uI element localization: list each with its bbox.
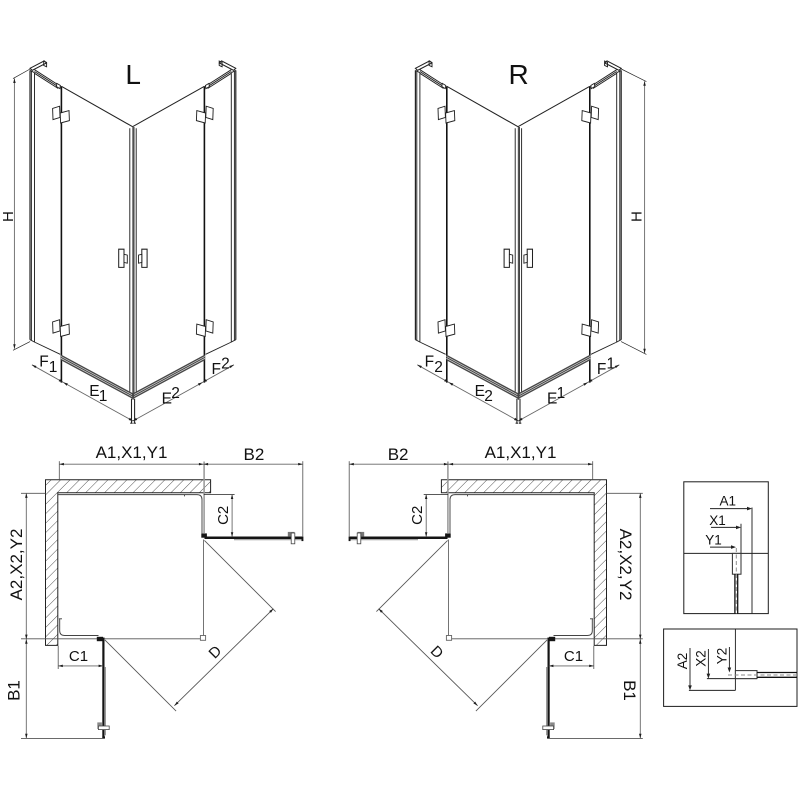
svg-text:C2: C2 (409, 506, 426, 525)
svg-text:B2: B2 (244, 445, 265, 464)
svg-text:F: F (39, 354, 48, 371)
svg-text:A2,X2,Y2: A2,X2,Y2 (616, 529, 635, 601)
svg-text:F: F (597, 361, 606, 378)
svg-text:H: H (629, 211, 646, 222)
svg-text:X1: X1 (709, 513, 726, 528)
svg-text:E: E (89, 383, 99, 400)
svg-text:X2: X2 (693, 650, 708, 667)
svg-text:B1: B1 (4, 680, 23, 701)
svg-text:C2: C2 (215, 506, 232, 525)
svg-text:1: 1 (557, 385, 566, 402)
svg-text:E: E (475, 383, 485, 400)
svg-text:1: 1 (607, 356, 616, 373)
svg-text:2: 2 (434, 359, 443, 376)
svg-text:L: L (125, 59, 141, 90)
svg-text:A2,X2,Y2: A2,X2,Y2 (7, 529, 26, 601)
svg-text:F: F (212, 361, 221, 378)
svg-text:B1: B1 (620, 680, 639, 701)
svg-text:A1: A1 (720, 494, 737, 509)
svg-text:E: E (547, 390, 557, 407)
svg-text:R: R (508, 59, 528, 90)
svg-text:E: E (162, 390, 172, 407)
svg-text:2: 2 (484, 388, 493, 405)
svg-text:B2: B2 (388, 445, 409, 464)
svg-text:A1,X1,Y1: A1,X1,Y1 (485, 443, 557, 462)
svg-text:H: H (0, 211, 17, 222)
svg-text:F: F (425, 354, 434, 371)
svg-text:Y1: Y1 (705, 532, 722, 547)
svg-text:Y2: Y2 (714, 648, 729, 665)
svg-text:C1: C1 (69, 648, 88, 665)
svg-text:A1,X1,Y1: A1,X1,Y1 (96, 443, 168, 462)
svg-text:A2: A2 (675, 653, 690, 670)
svg-text:1: 1 (49, 359, 58, 376)
svg-text:2: 2 (171, 385, 180, 402)
svg-text:2: 2 (221, 356, 230, 373)
svg-text:1: 1 (99, 388, 108, 405)
svg-text:C1: C1 (564, 648, 583, 665)
